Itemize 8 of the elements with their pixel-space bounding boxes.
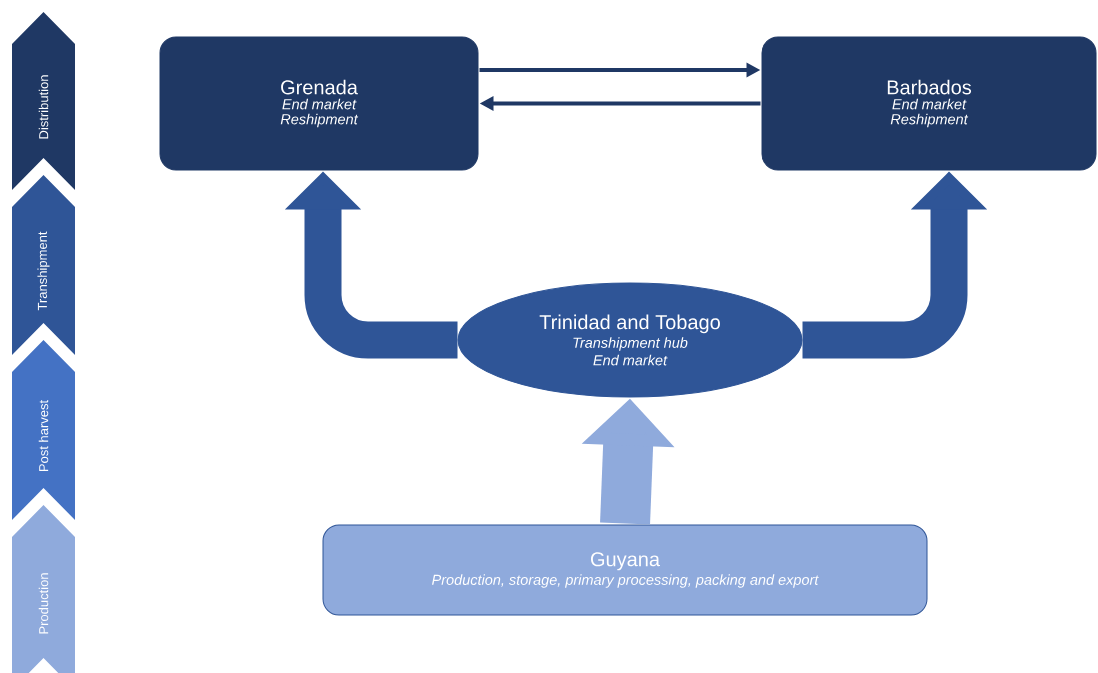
chevron-band: Transhipment (12, 175, 75, 355)
ellipse-node: Trinidad and Tobago Transhipment hub End market (457, 282, 803, 398)
chevron-band: Production (12, 505, 75, 673)
rounded-box: Guyana Production, storage, primary processing, packing and export (322, 524, 928, 616)
rounded-box: Grenada End market Reshipment (159, 36, 479, 171)
chevron-band: Post harvest (12, 340, 75, 520)
rounded-box: Barbados End market Reshipment (761, 36, 1097, 171)
chevron-band: Distribution (12, 12, 75, 190)
